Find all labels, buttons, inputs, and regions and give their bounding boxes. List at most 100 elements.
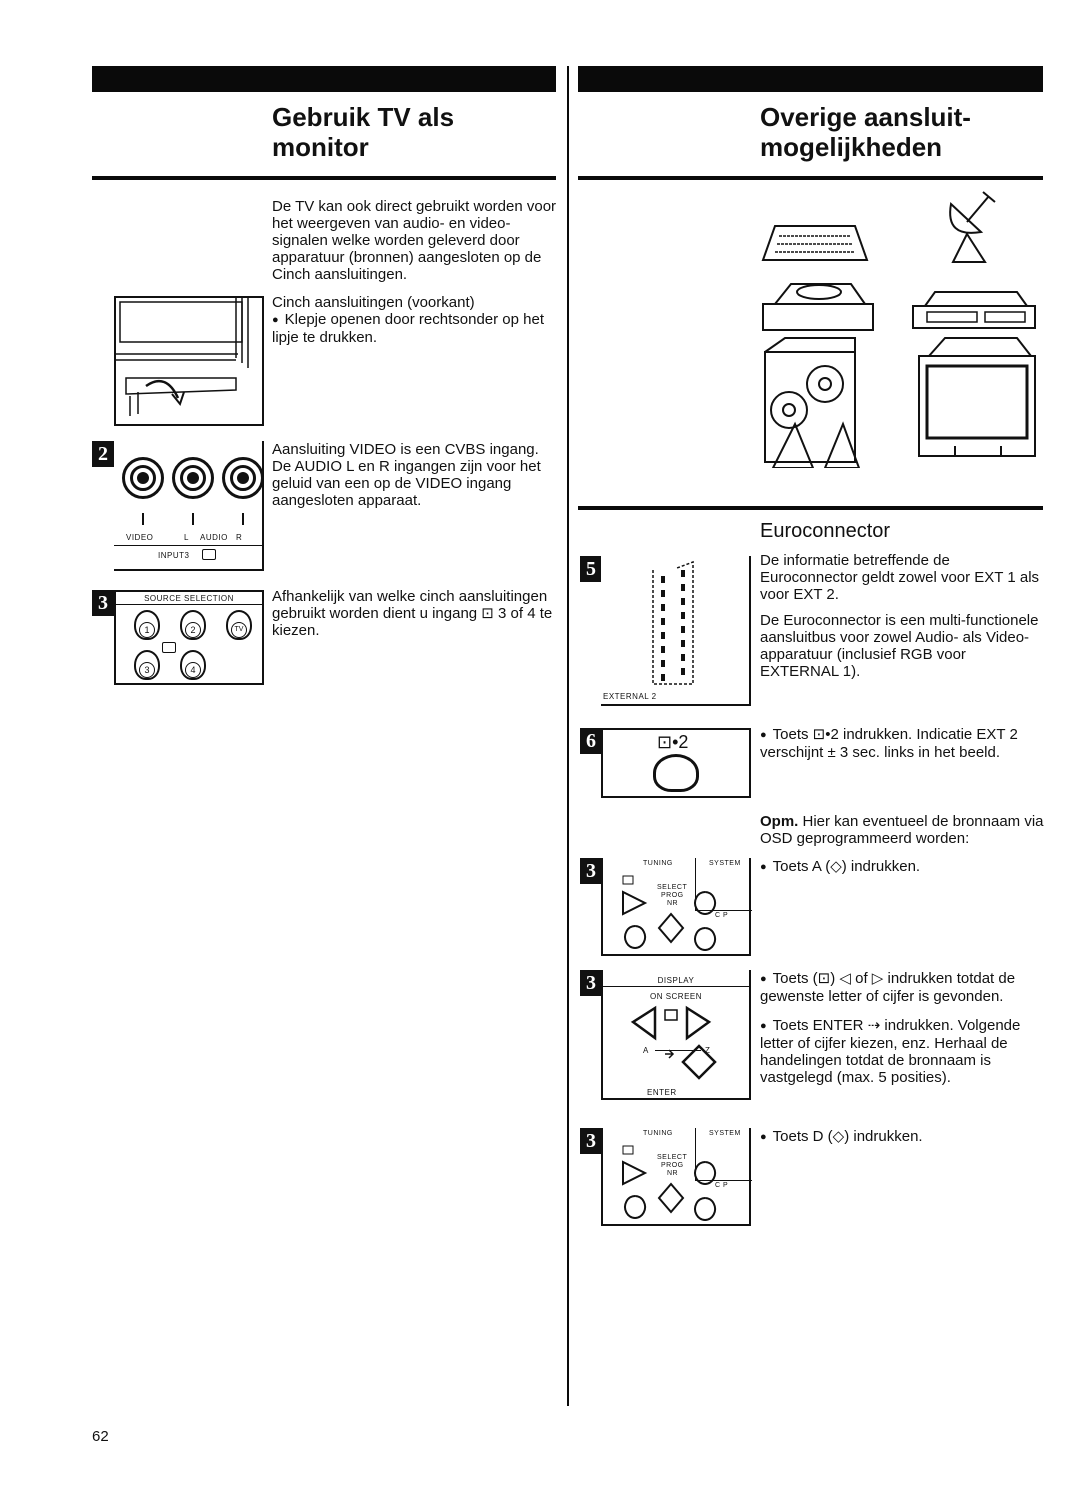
left-intro: De TV kan ook direct gebruikt worden voo… [272, 198, 557, 289]
cinch-heading: Cinch aansluitingen (voorkant) [272, 294, 475, 311]
tuning2-system-label: SYSTEM [709, 1130, 741, 1137]
stepD-bullet: Toets D (◇) indrukken. [760, 1128, 1045, 1146]
source-key-tv[interactable]: TV [226, 610, 252, 640]
tuning1-cp-label: C P [715, 912, 729, 919]
audio-r-label: R [236, 533, 243, 542]
computer-icon [761, 225, 869, 261]
fig2-divider [114, 545, 262, 546]
display-keys [630, 1005, 717, 1080]
source-selection-header: SOURCE SELECTION [116, 594, 262, 605]
left-title-rule [92, 176, 556, 180]
tuning1-select-label: SELECT [657, 884, 688, 891]
devices-illustration [761, 191, 1036, 468]
euroconnector-heading: Euroconnector [760, 520, 891, 542]
tuning2-select-label: SELECT [657, 1154, 688, 1161]
display-label: DISPLAY [603, 976, 749, 987]
source-text: Afhankelijk van welke cinch aansluitinge… [272, 588, 553, 639]
stepD-text: Toets D (◇) indrukken. [760, 1128, 1045, 1152]
enter-label: ENTER [647, 1088, 677, 1097]
tuning1-tuning-label: TUNING [643, 860, 673, 867]
tuning2-figure: TUNING SYSTEM SELECT PROG NR C P [601, 1128, 752, 1226]
opm-note: Opm. Hier kan eventueel de bronnaam via … [760, 813, 1045, 847]
onscreen-label: ON SCREEN [649, 992, 703, 1001]
z-label: Z [705, 1046, 711, 1055]
video-jack [122, 457, 164, 499]
tv-front-figure [114, 296, 264, 426]
stepA-bullet: Toets A (◇) indrukken. [760, 858, 1045, 876]
tuning1-figure: TUNING SYSTEM SELECT PROG NR C P [601, 858, 752, 956]
page-number: 62 [92, 1428, 109, 1445]
a-z-arrow [655, 1050, 701, 1051]
stepA-text: Toets A (◇) indrukken. [760, 858, 1045, 882]
tuning1-nr-label: NR [667, 900, 679, 907]
ext2-key-label: ⊡•2 [657, 732, 689, 752]
jack-tick-1 [142, 513, 144, 525]
source-key-4-label: 4 [185, 662, 201, 678]
video-label: VIDEO [126, 533, 154, 542]
tuning1-prog-label: PROG [661, 892, 684, 899]
tuning2-prog-label: PROG [661, 1162, 684, 1169]
vcr-icon [912, 291, 1036, 329]
stepLR-bullet: Toets (⊡) ◁ of ▷ indrukken totdat de gew… [760, 970, 1045, 1005]
euro-text: De informatie betreffende de Euroconnect… [760, 552, 1045, 686]
tuning2-nr-label: NR [667, 1170, 679, 1177]
display-text: Toets (⊡) ◁ of ▷ indrukken totdat de gew… [760, 970, 1045, 1092]
fig2-tag: 2 [92, 441, 114, 467]
source-key-2-label: 2 [185, 622, 201, 638]
euro-rule [578, 506, 1043, 510]
source-input-icon [162, 642, 176, 653]
turntable-icon [762, 283, 874, 331]
input-icon [202, 549, 216, 560]
a-label: A [643, 1046, 649, 1055]
cinch-bullet: Klepje openen door rechtsonder op het li… [272, 311, 557, 346]
tv-front-illustration [116, 298, 249, 416]
audio-r-jack [222, 457, 264, 499]
source-key-1[interactable]: 1 [134, 610, 160, 640]
intro-text: De TV kan ook direct gebruikt worden voo… [272, 198, 557, 283]
fig3-tag: 3 [92, 590, 114, 616]
source-key-3[interactable]: 3 [134, 650, 160, 680]
right-title-rule [578, 176, 1043, 180]
video-text: Aansluiting VIDEO is een CVBS ingang. De… [272, 441, 541, 509]
tuning2-tuning-label: TUNING [643, 1130, 673, 1137]
euro-paragraph-2: De Euroconnector is een multi-functionel… [760, 612, 1039, 680]
opm-text: Hier kan eventueel de bronnaam via OSD g… [760, 813, 1044, 847]
cinch-text: Cinch aansluitingen (voorkant) Klepje op… [272, 294, 557, 352]
scart-socket-illustration [652, 560, 694, 685]
speakers-icon [764, 337, 861, 468]
display-figure: DISPLAY ON SCREEN A Z ENTER [601, 970, 751, 1100]
tuning2-keys [622, 1145, 717, 1221]
tv-set-icon [918, 337, 1036, 457]
fig2-jacks: VIDEO L AUDIO R INPUT3 [114, 441, 264, 571]
right-header-bar [578, 66, 1043, 92]
fig5-tag: 5 [580, 556, 602, 582]
step6-bullet: Toets ⊡•2 indrukken. Indicatie EXT 2 ver… [760, 726, 1045, 761]
external2-label: EXTERNAL 2 [603, 692, 657, 701]
tuning1-system-box [695, 858, 752, 911]
left-header-bar [92, 66, 556, 92]
left-title: Gebruik TV als monitor [272, 102, 455, 162]
right-title: Overige aansluit- mogelijkheden [760, 102, 971, 162]
fig3-source-selection: SOURCE SELECTION 1 2 TV 3 4 [114, 590, 264, 685]
fig5-euroconnector: EXTERNAL 2 [601, 556, 751, 706]
euro-paragraph-1: De informatie betreffende de Euroconnect… [760, 552, 1040, 603]
tuning1-keys [622, 875, 717, 951]
source-key-tv-label: TV [231, 622, 247, 638]
fig6-ext2-key: ⊡•2 [601, 728, 751, 798]
column-divider [567, 66, 569, 1406]
stepEnter-bullet: Toets ENTER ⇢ indrukken. Volgende letter… [760, 1017, 1045, 1086]
source-key-4[interactable]: 4 [180, 650, 206, 680]
satellite-dish-icon [949, 191, 996, 263]
fig6-tag: 6 [580, 728, 602, 754]
source-key-2[interactable]: 2 [180, 610, 206, 640]
step6-text: Toets ⊡•2 indrukken. Indicatie EXT 2 ver… [760, 726, 1045, 767]
tuning2-cp-label: C P [715, 1182, 729, 1189]
source-key-3-label: 3 [139, 662, 155, 678]
tuning2-tag: 3 [580, 1128, 602, 1154]
tuning1-system-label: SYSTEM [709, 860, 741, 867]
opm-label: Opm. [760, 813, 799, 830]
ext2-key[interactable] [653, 754, 699, 792]
jack-tick-2 [192, 513, 194, 525]
tuning1-tag: 3 [580, 858, 602, 884]
display-tag: 3 [580, 970, 602, 996]
